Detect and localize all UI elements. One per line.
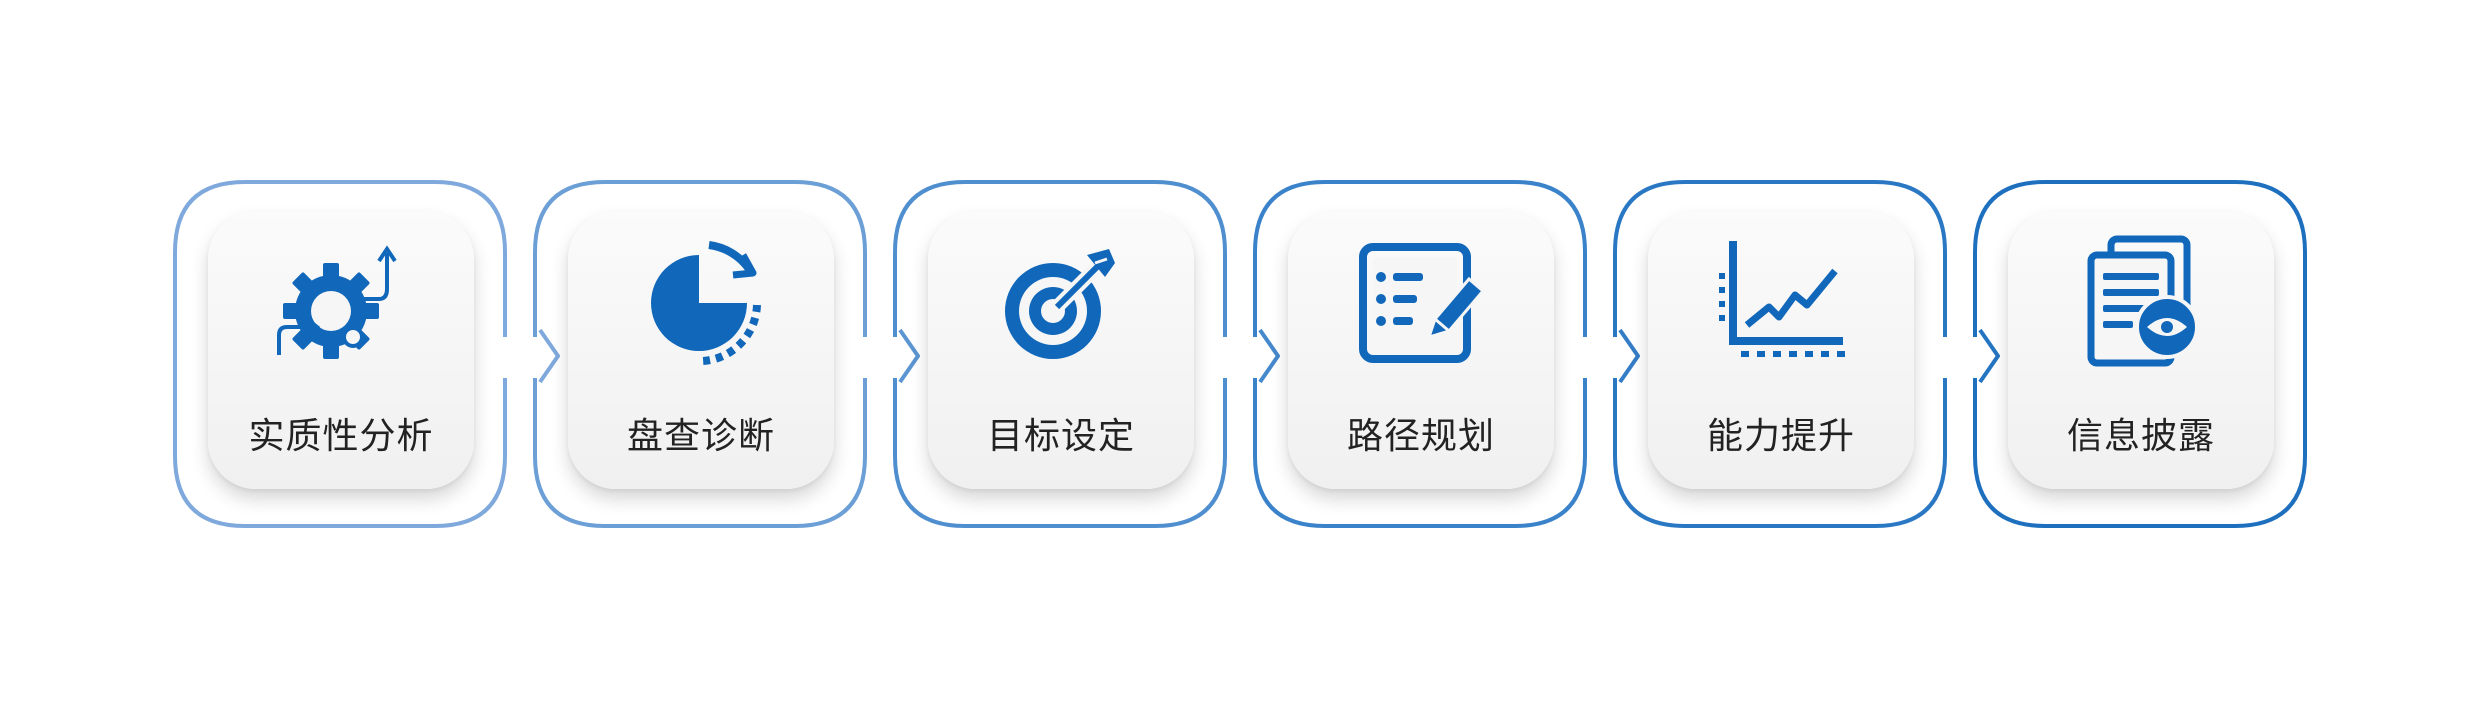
- document-eye-icon: [2071, 233, 2211, 373]
- chevron-right-icon: [1258, 328, 1280, 384]
- step-3-frame: [893, 180, 1227, 528]
- step-1: 实质性分析: [173, 180, 507, 528]
- step-4-label: 路径规划: [1346, 416, 1495, 457]
- gear-arrows-icon: [271, 233, 411, 373]
- step-4: 路径规划: [1253, 180, 1587, 528]
- step-1-frame: [173, 180, 507, 528]
- target-pen-icon: [991, 233, 1131, 373]
- step-5-label: 能力提升: [1706, 416, 1855, 457]
- step-3: 目标设定: [893, 180, 1227, 528]
- chevron-right-icon: [1618, 328, 1640, 384]
- step-5-card: 能力提升: [1648, 211, 1914, 489]
- step-6-frame: [1973, 180, 2307, 528]
- step-6: 信息披露: [1973, 180, 2307, 528]
- step-3-label: 目标设定: [986, 416, 1135, 457]
- step-3-card: 目标设定: [928, 211, 1194, 489]
- step-1-card: 实质性分析: [208, 211, 474, 489]
- step-4-card: 路径规划: [1288, 211, 1554, 489]
- step-2-label: 盘查诊断: [626, 416, 775, 457]
- step-6-label: 信息披露: [2066, 416, 2215, 457]
- chevron-right-icon: [538, 328, 560, 384]
- pie-refresh-icon: [631, 233, 771, 373]
- checklist-pencil-icon: [1351, 233, 1491, 373]
- step-5-frame: [1613, 180, 1947, 528]
- chevron-right-icon: [1978, 328, 2000, 384]
- growth-chart-icon: [1711, 233, 1851, 373]
- step-2: 盘查诊断: [533, 180, 867, 528]
- step-4-frame: [1253, 180, 1587, 528]
- step-1-label: 实质性分析: [248, 416, 434, 457]
- chevron-right-icon: [898, 328, 920, 384]
- step-2-frame: [533, 180, 867, 528]
- step-2-card: 盘查诊断: [568, 211, 834, 489]
- step-6-card: 信息披露: [2008, 211, 2274, 489]
- step-5: 能力提升: [1613, 180, 1947, 528]
